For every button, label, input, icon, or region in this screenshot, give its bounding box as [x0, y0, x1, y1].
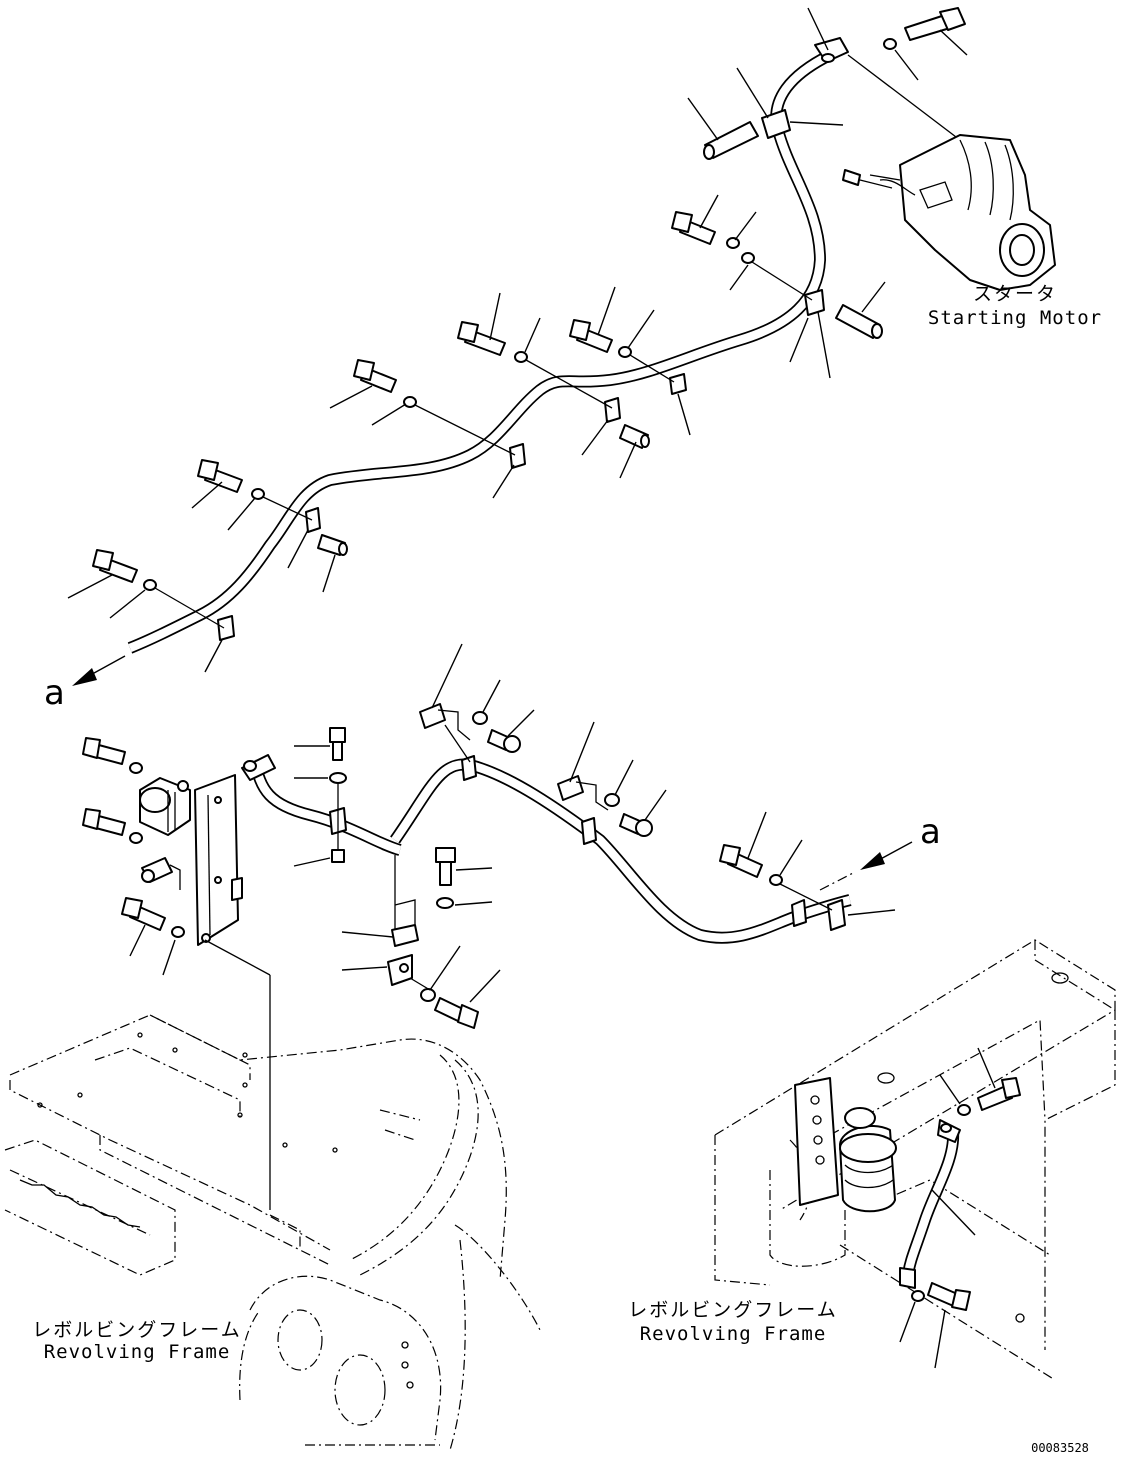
clamp-bolt-6: [92, 549, 225, 629]
safety-relay: [141, 857, 181, 890]
mid-bolt: [435, 847, 456, 909]
relay-bolt: [329, 727, 347, 863]
leader-ground-washer-bottom: [899, 1301, 916, 1343]
starting-motor-label-jp: スタータ: [973, 283, 1057, 305]
leader-bracket-bolt: [129, 924, 146, 957]
protector-sleeve-left: [317, 534, 348, 556]
middle-cable-assembly: [241, 643, 913, 1029]
revolving-frame-left-label-jp: レボルビングフレーム: [32, 1319, 241, 1341]
leader-ground-cable: [931, 1189, 976, 1236]
cable-band-4: [791, 899, 807, 927]
clamp-bolt-2: [569, 319, 675, 383]
reference-a-mid: a: [920, 812, 941, 852]
clamp-bolt-1: [671, 211, 813, 301]
cable-clamp-6: [217, 615, 235, 641]
bracket-mount-line: [204, 939, 271, 976]
clamp-bolt-4: [353, 359, 516, 456]
middle-cable-end: [819, 871, 856, 931]
support-bracket: [387, 855, 479, 1029]
ground-cable: [899, 1119, 961, 1289]
cable-band-3: [581, 817, 597, 845]
upper-cable-hose: [127, 49, 833, 654]
relay-mounting-bracket: [194, 774, 243, 946]
cable-clamp-top: [761, 109, 791, 139]
reference-a-top: a: [44, 673, 65, 713]
ground-bolt-bottom: [911, 1282, 971, 1311]
cable-clamp-2: [669, 373, 687, 395]
leader-ground-bolt-bottom: [934, 1309, 946, 1369]
clamp-bolt-5: [197, 459, 313, 521]
upper-cable-terminal: [814, 37, 849, 63]
cable-clamp-5: [305, 507, 321, 533]
relay-bolts: [82, 737, 143, 844]
cable-clamp-4: [509, 443, 526, 469]
protector-sleeve-mid: [619, 424, 650, 449]
leader-ground-bolt-top: [977, 1047, 996, 1089]
reference-a-arrow-mid: [860, 841, 913, 870]
terminal-clip-2: [557, 775, 653, 837]
leader-ground-washer-top: [939, 1074, 961, 1105]
cable-clamp-3: [604, 397, 621, 423]
revolving-frame-right-label-en: Revolving Frame: [640, 1323, 827, 1345]
leader-bracket-washer: [162, 939, 176, 976]
clamp-bolt-3: [457, 321, 613, 409]
bracket-bolt: [121, 897, 185, 938]
cable-clamp-1: [804, 289, 825, 316]
starting-motor-label-en: Starting Motor: [928, 307, 1102, 329]
upper-cable-assembly: [67, 7, 968, 686]
battery-relay: [139, 777, 191, 836]
revolving-frame-left: レボルビングフレーム Revolving Frame: [4, 1014, 541, 1451]
battery-relay-group: [82, 737, 271, 1210]
end-bolt: [719, 844, 833, 911]
battery-relay-cable: [241, 754, 402, 856]
frame-bracket-post: [794, 1077, 839, 1206]
protector-sleeve-right: [835, 304, 883, 339]
engine-mount: [839, 1107, 897, 1213]
revolving-frame-right-label-jp: レボルビングフレーム: [628, 1299, 837, 1321]
starting-motor: スタータ Starting Motor: [842, 134, 1102, 329]
upper-leader-lines: [67, 7, 968, 673]
middle-cable-hose: [390, 758, 852, 944]
terminal-clip-1: [419, 703, 521, 763]
reference-a-arrow-top: [72, 655, 126, 686]
revolving-frame-left-label-en: Revolving Frame: [44, 1341, 231, 1363]
protector-sleeve-top: [703, 121, 759, 160]
terminal-bolt: [847, 7, 966, 141]
drawing-number: 00083528: [1031, 1441, 1089, 1455]
ground-bolt-top: [957, 1077, 1021, 1116]
revolving-frame-right: レボルビングフレーム Revolving Frame: [628, 939, 1116, 1381]
cable-band-2: [461, 755, 477, 781]
middle-leader-lines: [293, 643, 896, 1003]
